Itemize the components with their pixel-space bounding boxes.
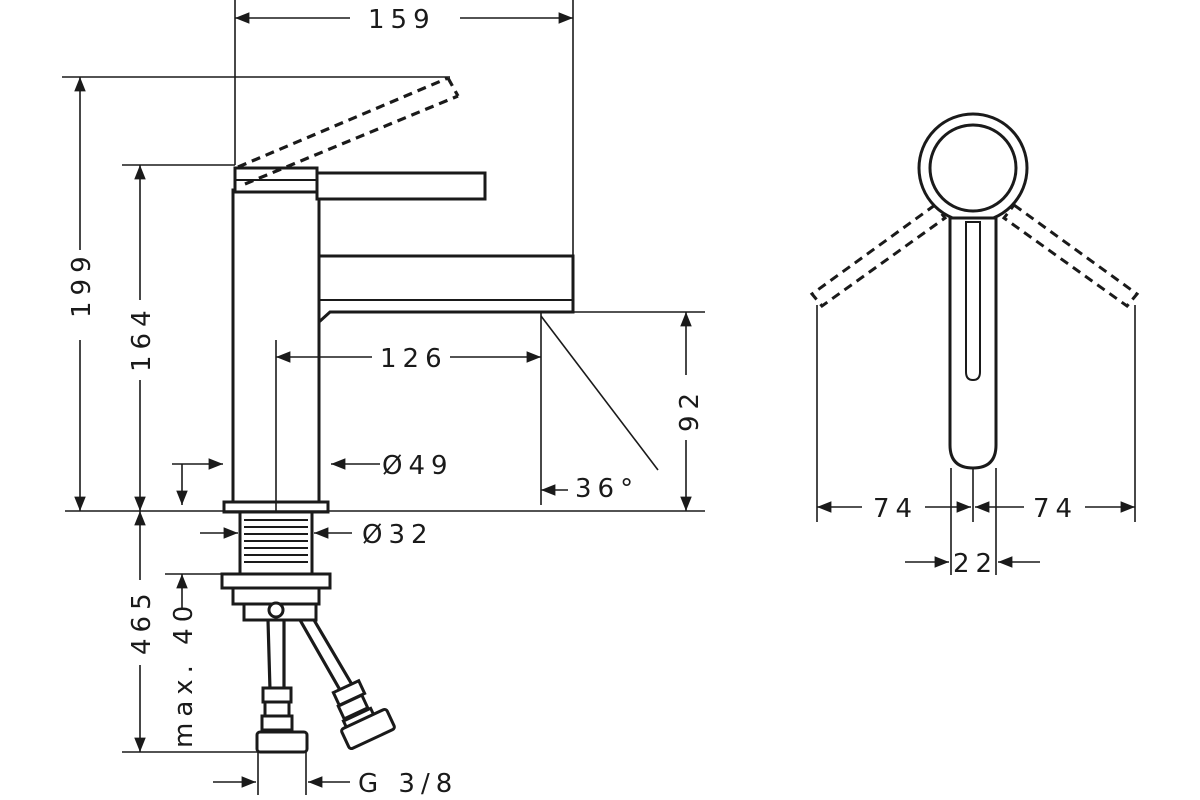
- dim-width-overall: 159: [368, 5, 436, 35]
- dim-spout-height: 92: [675, 387, 705, 432]
- dim-spout-reach: 126: [380, 344, 448, 374]
- top-view: 74 74 22: [809, 112, 1140, 579]
- dim-lever-swing-left: 74: [873, 494, 918, 524]
- dim-body-diameter: Ø49: [382, 451, 454, 481]
- body-circle-inner: [928, 123, 1018, 213]
- lever-handle: [315, 171, 487, 201]
- lever-top: [948, 216, 998, 470]
- dim-height-body: 164: [127, 304, 157, 372]
- dim-below-counter: 465: [127, 587, 157, 655]
- dim-height-total: 199: [67, 250, 97, 318]
- dim-lever-width: 22: [953, 549, 998, 579]
- threaded-shank: [238, 510, 314, 576]
- supply-hoses: [255, 619, 396, 754]
- dim-shank-diameter: Ø32: [362, 520, 434, 550]
- dim-angle: 36°: [575, 474, 639, 504]
- lever-swing-right-dashed: [1001, 202, 1140, 309]
- dim-max-thickness: max. 40: [169, 600, 199, 748]
- spout: [317, 254, 575, 326]
- side-view: 159 199 164 126 92 36° Ø49 Ø32: [62, 0, 705, 799]
- dim-connection-thread: G 3/8: [358, 769, 458, 799]
- lever-swing-left-dashed: [809, 202, 948, 309]
- dim-lever-swing-right: 74: [1033, 494, 1078, 524]
- lever-raised-dashed: [237, 76, 460, 186]
- mounting-nut: [220, 572, 332, 590]
